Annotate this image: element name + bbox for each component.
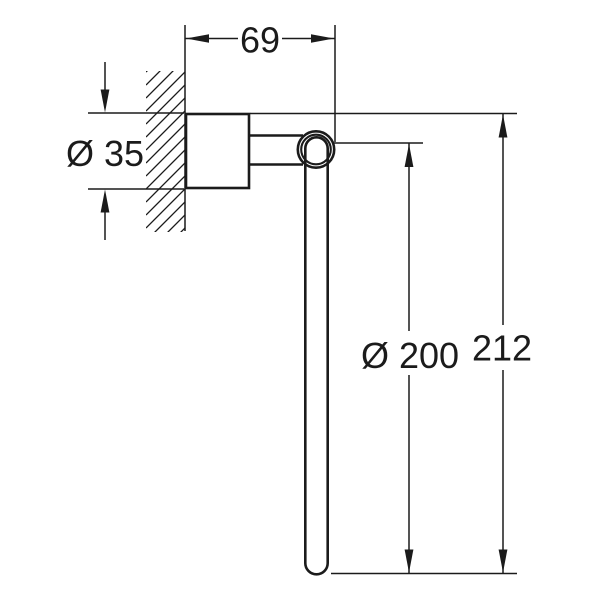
- arrowhead-right: [311, 34, 334, 43]
- dimension-mount-diameter-35: Ø 35: [66, 62, 184, 240]
- dimension-width-69: 69: [185, 20, 336, 142]
- arrowhead-left: [186, 34, 209, 43]
- dimension-ring-diameter-label: Ø 200: [361, 335, 459, 376]
- hatch-stroke: [146, 71, 148, 73]
- towel-ring-product: [184, 112, 336, 576]
- mount-rosette: [184, 112, 251, 190]
- hatch-stroke: [146, 162, 185, 203]
- hatch-stroke: [146, 71, 185, 112]
- hatch-stroke: [146, 71, 161, 86]
- arrowhead-down: [404, 549, 414, 573]
- dimension-overall-height-212: 212: [250, 112, 532, 575]
- hatch-stroke: [146, 110, 185, 151]
- hatch-stroke: [146, 123, 185, 164]
- ring-band: [303, 136, 329, 576]
- dimension-width-label: 69: [240, 20, 280, 61]
- hatch-stroke: [154, 201, 185, 232]
- hatch-stroke: [146, 188, 185, 229]
- ring-pivot-outer-circle: [296, 130, 336, 170]
- arrowhead-up: [498, 114, 508, 138]
- arrowhead-down: [100, 89, 110, 113]
- hatch-stroke: [146, 149, 185, 190]
- hatch-stroke: [146, 241, 185, 280]
- dimension-overall-height-label: 212: [472, 328, 532, 369]
- arrowhead-up: [404, 144, 414, 167]
- hatch-stroke: [146, 136, 185, 177]
- hatch-stroke: [167, 214, 185, 232]
- hatch-stroke: [146, 71, 174, 99]
- arrowhead-down: [498, 549, 508, 573]
- dimension-mount-diameter-label: Ø 35: [66, 133, 144, 174]
- dimension-ring-diameter-200: Ø 200: [333, 142, 459, 574]
- arrowhead-up: [100, 189, 110, 213]
- wall-hatching: [146, 71, 185, 280]
- ring-pivot-inner-circle: [300, 133, 332, 166]
- hatch-stroke: [146, 97, 185, 138]
- hatch-stroke: [180, 227, 185, 232]
- wall: [146, 25, 186, 280]
- hatch-stroke: [146, 84, 185, 125]
- hatch-stroke: [146, 175, 185, 216]
